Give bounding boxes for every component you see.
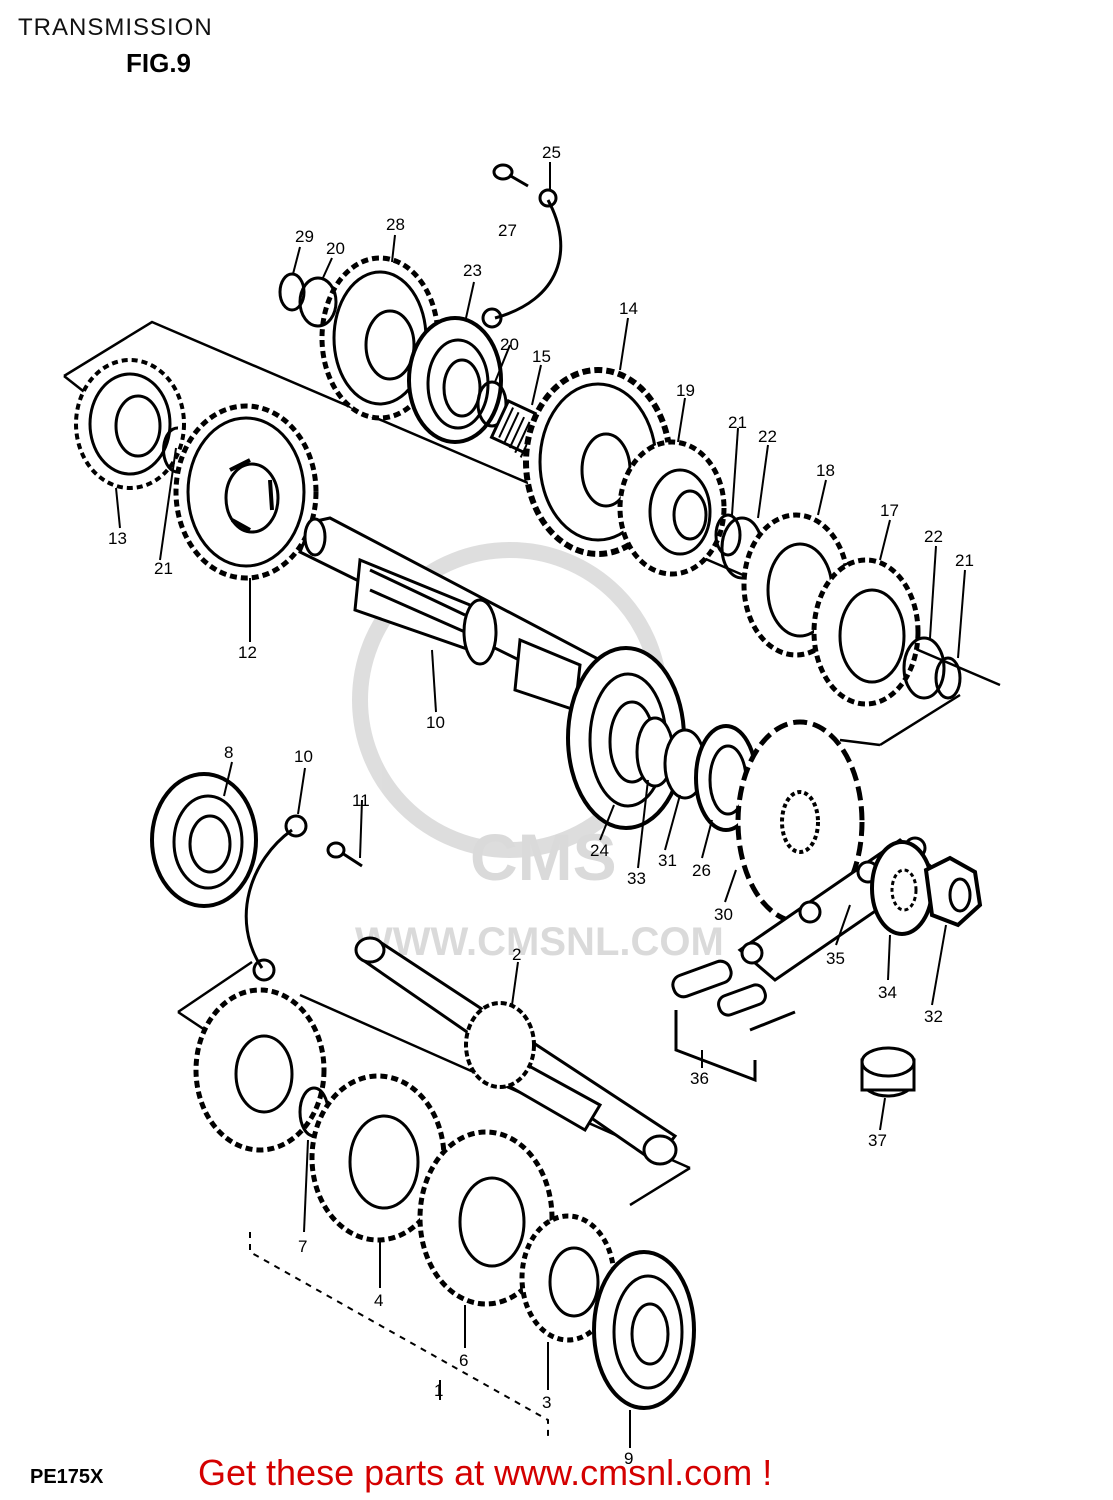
callout-20-top: 20 <box>326 239 345 258</box>
callout-13: 14 <box>619 299 638 318</box>
model-code: PE175X <box>30 1466 104 1488</box>
callout-25: 26 <box>692 861 711 880</box>
callout-15: 12 <box>238 643 257 662</box>
callout-23: 23 <box>463 261 482 280</box>
washer-20-top <box>298 276 338 328</box>
callout-20: 20 <box>500 335 519 354</box>
watermark-url: WWW.CMSNL.COM <box>355 920 724 964</box>
diagram-title: TRANSMISSION <box>18 14 213 41</box>
callout-32: 32 <box>924 1007 943 1026</box>
callout-30: 30 <box>714 905 733 924</box>
callout-31: 31 <box>658 851 677 870</box>
gear-15 <box>173 403 319 581</box>
callout-36: 36 <box>690 1069 709 1088</box>
gear-16 <box>811 557 921 707</box>
screw-27 <box>492 163 529 188</box>
watermark-brand: CMS <box>470 820 617 894</box>
countershaft-12 <box>298 516 603 713</box>
callout-26: 25 <box>542 143 561 162</box>
gear-18 <box>617 439 727 577</box>
callout-37: 37 <box>868 1131 887 1150</box>
bearing-stopper-10 <box>244 814 308 982</box>
callout-1: 1 <box>434 1381 443 1400</box>
lock-washer-33 <box>870 840 934 936</box>
callout-27: 27 <box>498 221 517 240</box>
callout-22-mid: 22 <box>758 427 777 446</box>
callout-28: 28 <box>386 215 405 234</box>
gear-left-lower <box>193 987 327 1153</box>
callout-21-mid: 21 <box>728 413 747 432</box>
circlip-29 <box>278 272 306 312</box>
callout-21-right: 21 <box>955 551 974 570</box>
callout-7: 7 <box>298 1237 307 1256</box>
bearing-stopper-26 <box>481 188 563 329</box>
gear-19 <box>74 358 186 490</box>
collar-37 <box>860 1046 916 1098</box>
bearing-8 <box>150 772 258 908</box>
driveshaft-set-bracket-1 <box>249 1232 549 1440</box>
callout-21-left: 21 <box>154 559 173 578</box>
callout-2: 2 <box>512 945 521 964</box>
bearing-9 <box>592 1250 696 1410</box>
callout-12: 10 <box>426 713 445 732</box>
callout-33: 34 <box>878 983 897 1002</box>
callout-35: 35 <box>826 949 845 968</box>
callout-14: 15 <box>532 347 551 366</box>
callout-16: 17 <box>880 501 899 520</box>
callout-34: 33 <box>627 869 646 888</box>
circlip-21-right <box>934 656 962 700</box>
figure-number: FIG.9 <box>126 48 192 78</box>
callout-17: 18 <box>816 461 835 480</box>
driveshaft-gear <box>464 1001 536 1089</box>
callout-10: 10 <box>294 747 313 766</box>
callout-22-right: 22 <box>924 527 943 546</box>
callout-4: 4 <box>374 1291 383 1310</box>
screw-11 <box>326 841 363 868</box>
callout-labels: 25 27 29 20 28 23 20 15 14 19 21 22 18 1… <box>108 143 974 1468</box>
callout-9: 9 <box>624 1449 633 1468</box>
washer-22-right <box>902 636 946 700</box>
nut-32 <box>923 855 983 928</box>
leader-lines <box>115 162 966 1448</box>
callout-29: 29 <box>295 227 314 246</box>
footer-link[interactable]: Get these parts at www.cmsnl.com ! <box>198 1452 773 1493</box>
chain-joint-36 <box>671 959 796 1083</box>
callout-24: 24 <box>590 841 609 860</box>
callout-19: 13 <box>108 529 127 548</box>
callout-11: 11 <box>352 791 370 810</box>
circlip-21-mid <box>714 513 742 557</box>
callout-6: 6 <box>459 1351 468 1370</box>
gear-6 <box>417 1129 555 1307</box>
callout-3: 3 <box>542 1393 551 1412</box>
callout-18: 19 <box>676 381 695 400</box>
callout-8: 8 <box>224 743 233 762</box>
